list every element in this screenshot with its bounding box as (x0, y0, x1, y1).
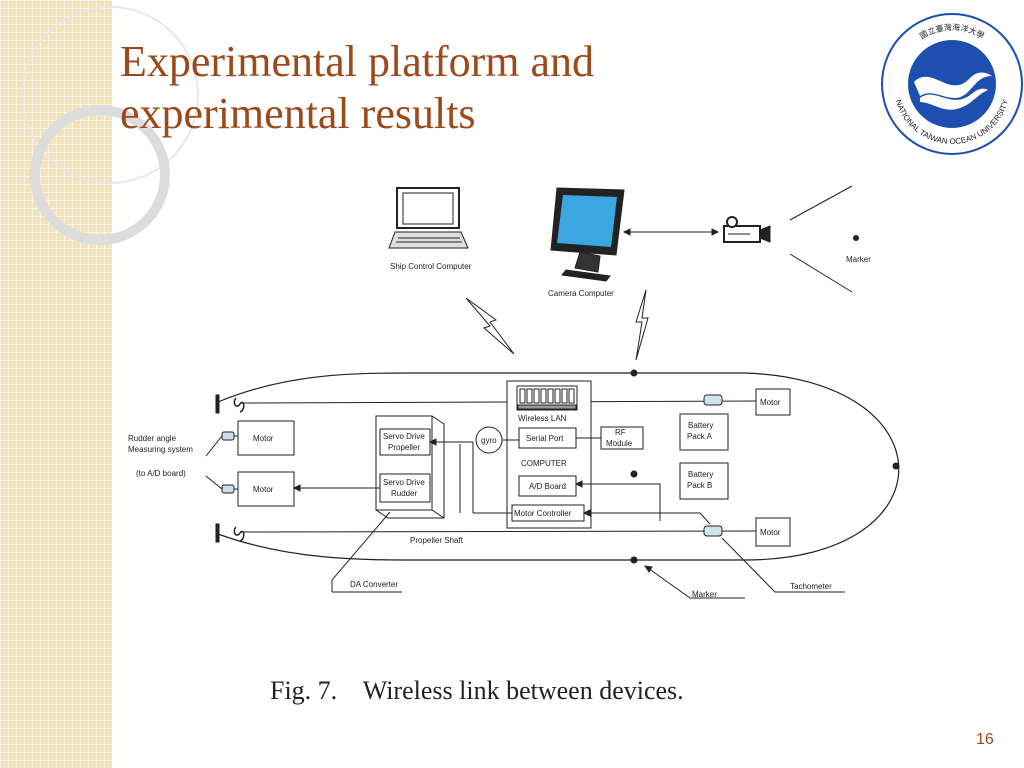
label-motor-left-top: Motor (253, 434, 274, 443)
label-computer: COMPUTER (521, 459, 567, 468)
label-camera-computer: Camera Computer (548, 289, 614, 298)
label-marker-top: Marker (846, 255, 871, 264)
label-rudder-angle: Rudder angle (128, 434, 177, 443)
label-battery-b-2: Pack B (687, 481, 712, 490)
label-rf: RF (615, 428, 626, 437)
wireless-signal-icon (635, 289, 649, 361)
label-tachometer: Tachometer (790, 582, 832, 591)
slide-title: Experimental platform and experimental r… (120, 36, 820, 140)
label-motor-right-top: Motor (760, 398, 781, 407)
label-motor-controller: Motor Controller (514, 509, 572, 518)
label-servo-rudder-2: Rudder (391, 489, 418, 498)
wireless-signal-icon (465, 297, 515, 355)
label-measuring-system: Measuring system (128, 445, 193, 454)
label-ship-control-computer: Ship Control Computer (390, 262, 472, 271)
label-battery-a-1: Battery (688, 421, 713, 430)
video-camera-icon (723, 216, 771, 243)
label-battery-a-2: Pack A (687, 432, 713, 441)
label-servo-rudder-1: Servo Drive (383, 478, 425, 487)
label-to-ad-board: (to A/D board) (136, 469, 186, 478)
label-motor-left-bottom: Motor (253, 485, 274, 494)
university-logo: 國立臺灣海洋大學 NATIONAL TAIWAN OCEAN UNIVERSIT… (881, 13, 1023, 155)
label-servo-propeller-2: Propeller (388, 443, 420, 452)
label-wireless-lan: Wireless LAN (518, 414, 567, 423)
slide-title-line1: Experimental platform and (120, 37, 595, 86)
monitor-icon (550, 187, 625, 282)
label-serial-port: Serial Port (526, 434, 564, 443)
laptop-icon (388, 187, 469, 249)
figure-caption: Fig. 7. Wireless link between devices. (270, 676, 684, 705)
label-marker-bottom: Marker (692, 590, 717, 599)
page-number: 16 (976, 731, 994, 748)
label-gyro: gyro (481, 436, 497, 445)
label-servo-propeller-1: Servo Drive (383, 432, 425, 441)
label-da-converter: DA Converter (350, 580, 398, 589)
label-battery-b-1: Battery (688, 470, 713, 479)
label-ad-board: A/D Board (529, 482, 566, 491)
label-propeller-shaft: Propeller Shaft (410, 536, 464, 545)
label-motor-right-bottom: Motor (760, 528, 781, 537)
slide-title-line2: experimental results (120, 89, 476, 138)
label-module: Module (606, 439, 633, 448)
